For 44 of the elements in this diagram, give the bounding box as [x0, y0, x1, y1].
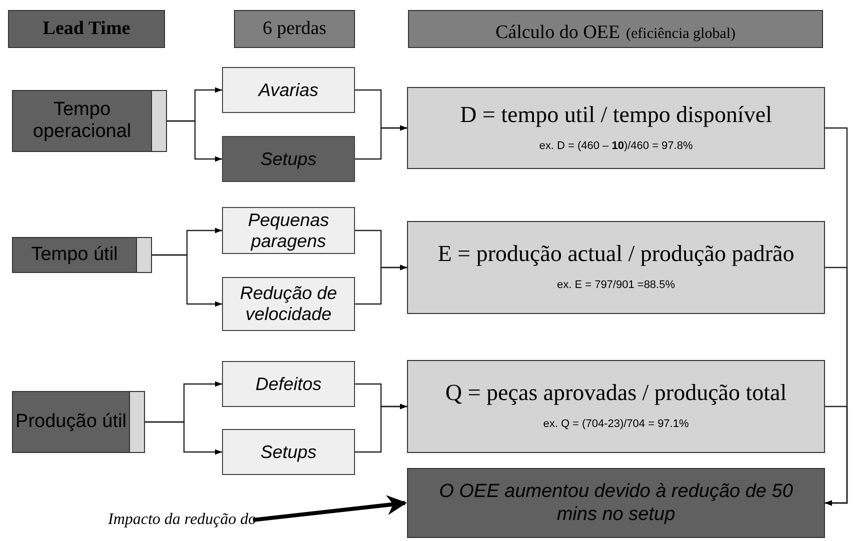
connector-arrow	[167, 120, 222, 162]
result-text: O OEE aumentou devido à redução de 50 mins no setup	[438, 480, 794, 526]
source-label: Tempo operacional	[32, 99, 132, 143]
connector-arrow	[355, 125, 407, 160]
loss-label: Defeitos	[255, 374, 322, 394]
example-text: ex. E = 797/901 =88.5%	[556, 278, 676, 294]
loss-box	[222, 277, 355, 331]
source-box	[12, 90, 167, 152]
formula-text: D = tempo util / tempo disponível	[460, 102, 772, 128]
source-label: Produção útil	[16, 411, 126, 433]
connector-arrow	[825, 406, 848, 506]
header-box	[8, 10, 165, 48]
source-box	[12, 237, 152, 273]
connector-arrow	[152, 254, 222, 307]
formula-text: Q = peças aprovadas / produção total	[445, 380, 787, 406]
header-text: Cálculo do OEE	[495, 21, 620, 45]
connector-arrow	[355, 264, 407, 305]
loss-box	[222, 136, 355, 182]
header-text: (eficiência global)	[626, 25, 736, 44]
header-text: Lead Time	[42, 16, 130, 41]
connector-arrow	[252, 495, 407, 522]
header-box	[408, 10, 823, 48]
connector-arrow	[355, 404, 407, 453]
example-text: ex. Q = (704-23)/704 = 97.1%	[543, 417, 689, 432]
header-box	[234, 10, 355, 48]
formula-box	[407, 87, 825, 169]
source-label: Tempo útil	[31, 244, 118, 266]
loss-label: Pequenas paragens	[246, 210, 330, 252]
source-box	[12, 391, 145, 453]
loss-label: Avarias	[258, 80, 318, 100]
formula-text: E = produção actual / produção padrão	[438, 241, 794, 268]
formula-box	[407, 360, 825, 453]
example-text: ex. D = (460 – 10)/460 = 97.8%	[539, 138, 693, 154]
header-text: 6 perdas	[262, 16, 326, 41]
loss-box	[222, 207, 355, 254]
loss-label: Redução de velocidade	[238, 283, 338, 325]
loss-label: Setups	[260, 148, 317, 170]
connector-arrow	[145, 421, 222, 455]
loss-label: Setups	[260, 442, 317, 462]
formula-box	[407, 221, 825, 314]
loss-box	[222, 361, 355, 407]
loss-box	[222, 429, 355, 475]
result-box	[407, 468, 825, 538]
loss-box	[222, 67, 355, 113]
